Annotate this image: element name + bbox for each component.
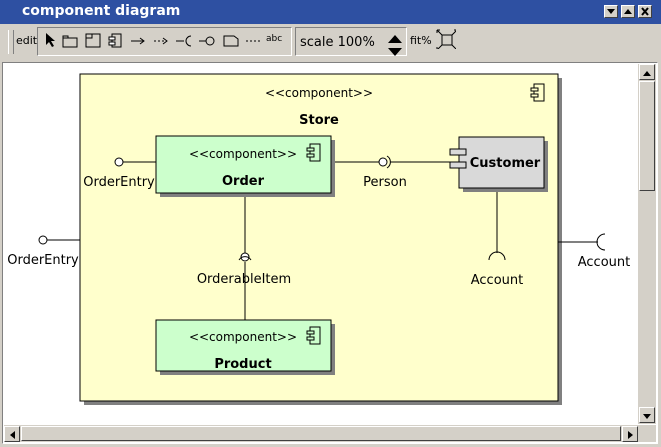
vertical-scrollbar[interactable] bbox=[638, 64, 656, 424]
store-name: Store bbox=[299, 113, 339, 128]
fit-label: fit% bbox=[410, 34, 432, 47]
window-title: component diagram bbox=[22, 3, 181, 19]
order-entry-outer-lollipop[interactable] bbox=[38, 235, 48, 245]
product-name: Product bbox=[214, 357, 271, 372]
customer-component[interactable] bbox=[458, 136, 545, 189]
order-entry-inner-lollipop[interactable] bbox=[114, 157, 124, 167]
fit-window-icon[interactable] bbox=[436, 29, 456, 49]
scroll-right-button[interactable] bbox=[622, 426, 638, 442]
account-inner-label: Account bbox=[471, 273, 524, 288]
scale-spinner[interactable] bbox=[295, 27, 407, 56]
toolbar-grip[interactable] bbox=[8, 30, 14, 54]
component-icon[interactable] bbox=[106, 30, 126, 50]
dashed-arrow-icon[interactable] bbox=[151, 30, 171, 50]
store-stereotype: <<component>> bbox=[265, 86, 373, 100]
note-icon[interactable] bbox=[221, 30, 241, 50]
scroll-down-button[interactable] bbox=[639, 407, 655, 423]
account-inner-socket[interactable] bbox=[488, 251, 506, 261]
account-outer-label: Account bbox=[578, 255, 631, 270]
text-tool-label: abc bbox=[266, 34, 283, 44]
window-titlebar[interactable]: component diagram bbox=[0, 0, 661, 24]
vertical-scroll-thumb[interactable] bbox=[639, 81, 655, 191]
customer-component-icon bbox=[449, 148, 467, 169]
product-component-icon bbox=[306, 326, 321, 345]
anchor-line-icon[interactable] bbox=[244, 30, 264, 50]
person-label: Person bbox=[363, 175, 407, 190]
scroll-up-button[interactable] bbox=[639, 64, 655, 80]
account-outer-socket[interactable] bbox=[596, 233, 606, 251]
order-component[interactable] bbox=[155, 135, 332, 194]
close-icon[interactable] bbox=[638, 5, 652, 18]
order-name: Order bbox=[222, 174, 265, 189]
scale-up-button[interactable] bbox=[386, 30, 404, 43]
scroll-corner bbox=[638, 425, 656, 442]
orderable-item-socket bbox=[238, 256, 252, 261]
frame-icon[interactable] bbox=[83, 30, 103, 50]
provided-interface-icon[interactable] bbox=[197, 30, 217, 50]
product-stereotype: <<component>> bbox=[189, 330, 297, 344]
maximize-icon[interactable] bbox=[621, 5, 635, 18]
horizontal-scroll-thumb[interactable] bbox=[21, 426, 621, 441]
text-icon[interactable]: abc bbox=[266, 34, 286, 54]
horizontal-scrollbar[interactable] bbox=[4, 425, 638, 442]
orderable-item-label: OrderableItem bbox=[197, 272, 291, 287]
arrow-select-icon[interactable] bbox=[41, 30, 61, 50]
store-component-icon bbox=[530, 83, 545, 102]
person-lollipop[interactable] bbox=[378, 157, 388, 167]
order-entry-inner-label: OrderEntry bbox=[83, 175, 155, 190]
required-interface-icon[interactable] bbox=[174, 30, 194, 50]
scroll-left-button[interactable] bbox=[4, 426, 20, 442]
scale-value: scale 100% bbox=[300, 35, 375, 50]
toolbar: edit abc scale 100% bbox=[0, 24, 661, 60]
customer-name: Customer bbox=[470, 156, 541, 171]
tool-group bbox=[37, 27, 292, 56]
order-stereotype: <<component>> bbox=[189, 147, 297, 161]
scale-down-button[interactable] bbox=[386, 43, 404, 56]
edit-label: edit bbox=[16, 34, 38, 47]
minimize-icon[interactable] bbox=[604, 5, 618, 18]
order-component-icon bbox=[306, 143, 321, 162]
dependency-arrow-icon[interactable] bbox=[128, 30, 148, 50]
order-entry-outer-label: OrderEntry bbox=[7, 253, 79, 268]
product-component[interactable] bbox=[155, 319, 332, 372]
package-icon[interactable] bbox=[60, 30, 80, 50]
